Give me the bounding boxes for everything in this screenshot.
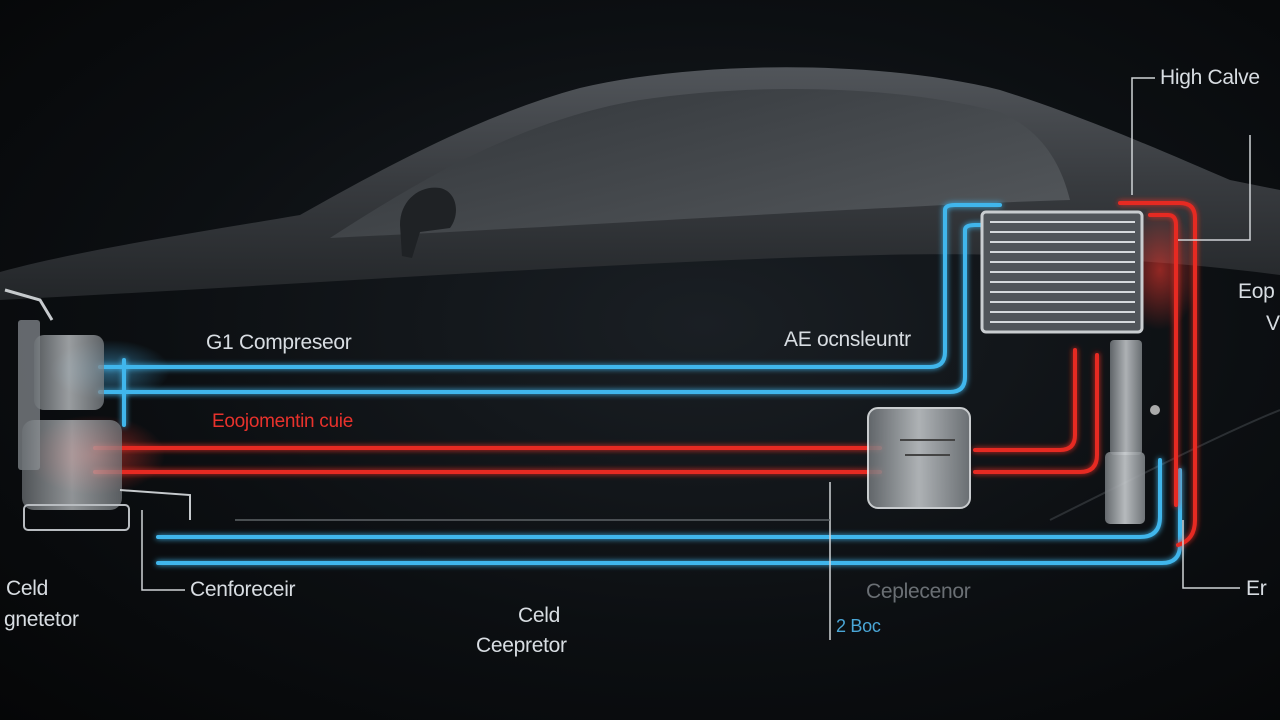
label-expansion-right-2: V xyxy=(1266,312,1280,335)
hot-line-right-riser-1 xyxy=(1118,201,1197,547)
label-cold-center-2: Ceepretor xyxy=(476,634,567,657)
label-dim: Ceplecenor xyxy=(866,580,971,603)
car-lower-contour xyxy=(1049,409,1280,521)
evaporator-box xyxy=(867,407,971,509)
cold-line-bottom-2 xyxy=(156,468,1182,565)
compressor-unit xyxy=(4,288,191,531)
hot-line-to-condenser-2 xyxy=(973,353,1099,474)
hot-line-to-condenser-1 xyxy=(973,348,1077,452)
label-cold-left-2: gnetetor xyxy=(4,608,79,631)
label-evaporator-red: Eoojomentin cuie xyxy=(212,411,353,432)
cold-line-upper xyxy=(98,203,1002,369)
label-bottom-right: Er xyxy=(1246,577,1267,600)
label-small-blue: 2 Boc xyxy=(836,616,881,636)
cold-line-bottom-1 xyxy=(156,458,1162,539)
label-cold-center-1: Celd xyxy=(518,604,560,627)
cold-line-lower xyxy=(98,223,992,394)
leader-lines xyxy=(141,77,1251,640)
condenser-radiator xyxy=(980,210,1144,334)
hot-refrigerant-lines xyxy=(93,201,1197,547)
label-condenser-bottom: Cenforeceir xyxy=(190,578,296,601)
side-mirror-icon xyxy=(400,187,456,258)
car-silhouette xyxy=(0,67,1280,521)
label-expansion-right-1: Eop xyxy=(1238,280,1275,303)
label-high-valve: High Calve xyxy=(1160,66,1260,89)
label-cold-left-1: Celd xyxy=(6,577,48,600)
receiver-drier xyxy=(1105,340,1160,524)
label-ae-condenser: AE ocnsleuntr xyxy=(784,328,911,351)
car-window xyxy=(330,88,1070,238)
label-compressor-top: G1 Compreseor xyxy=(206,331,352,354)
hot-line-right-riser-2 xyxy=(1148,213,1178,507)
